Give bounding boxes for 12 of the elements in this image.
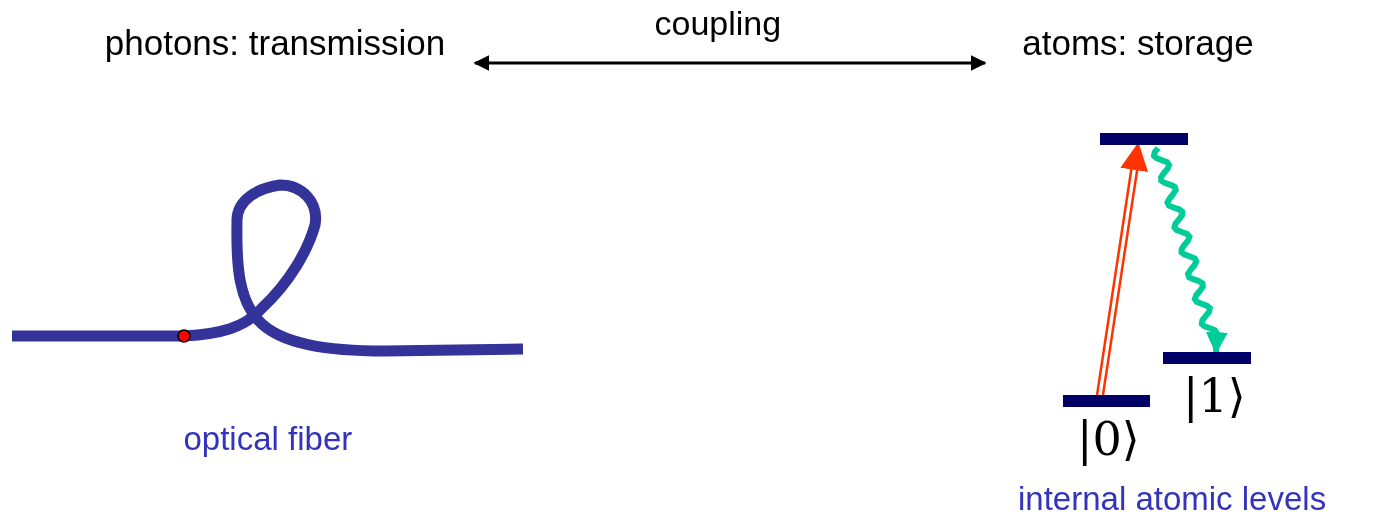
energy-level-bar <box>1100 133 1188 145</box>
energy-level-bar <box>1063 395 1150 407</box>
state-label: |0⟩ <box>1077 413 1140 465</box>
state-label: |1⟩ <box>1183 370 1246 422</box>
arrow <box>473 55 987 71</box>
caption: optical fiber <box>183 420 353 458</box>
wavy-arrow <box>1150 146 1228 355</box>
energy-level-bar <box>1163 352 1251 364</box>
caption: internal atomic levels <box>1018 480 1327 518</box>
heading: atoms: storage <box>985 25 1291 100</box>
heading: photons: transmission <box>75 25 475 100</box>
arrow <box>1095 142 1149 397</box>
